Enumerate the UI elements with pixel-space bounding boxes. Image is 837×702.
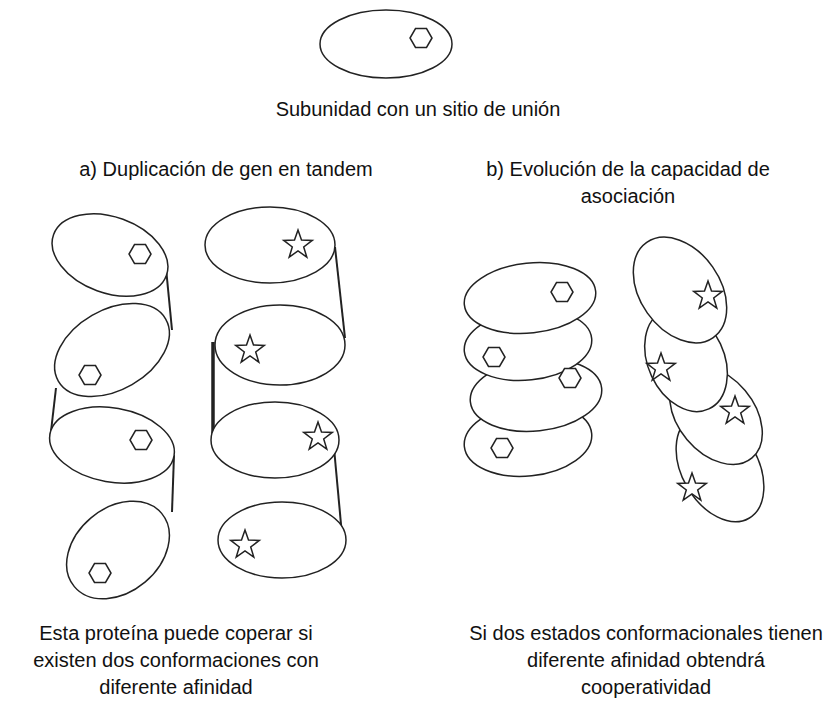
- subunit-ellipse: [218, 502, 346, 578]
- panel-title: a) Duplicación de gen en tandem: [46, 156, 406, 183]
- binding-site-hexagon: [491, 439, 513, 458]
- binding-site-hexagon: [130, 431, 152, 450]
- binding-site-star: [284, 230, 313, 257]
- binding-site-star: [647, 353, 676, 380]
- binding-site-hexagon: [559, 369, 581, 388]
- associated-hexagon-stack: [461, 256, 606, 482]
- binding-site-hexagon: [483, 348, 505, 367]
- binding-site-hexagon: [79, 366, 101, 385]
- binding-site-hexagon: [410, 29, 432, 48]
- panel-caption: Si dos estados conformacionales tienen d…: [466, 620, 826, 701]
- subunit-single: [320, 10, 452, 78]
- subunit-ellipse: [205, 207, 335, 283]
- binding-site-star: [694, 281, 723, 308]
- panel-caption: Esta proteína puede coperar si existen d…: [6, 620, 346, 701]
- subunit-ellipse: [47, 481, 188, 619]
- subunit-ellipse: [41, 199, 180, 311]
- subunit-ellipse: [614, 220, 746, 361]
- linker-line: [211, 342, 215, 440]
- binding-site-star: [231, 530, 260, 557]
- tandem-star-chain: [205, 207, 346, 578]
- subunit-ellipse: [215, 305, 345, 385]
- binding-site-star: [721, 396, 750, 423]
- subunit-ellipse: [320, 10, 452, 78]
- linker-line: [172, 455, 174, 512]
- subunit-ellipse: [44, 398, 181, 493]
- binding-site-hexagon: [129, 245, 151, 264]
- tandem-hexagon-chain: [38, 199, 188, 619]
- subunit-caption: Subunidad con un sitio de unión: [218, 96, 618, 123]
- binding-site-star: [236, 335, 265, 362]
- binding-site-hexagon: [551, 283, 573, 302]
- associated-star-stack: [614, 220, 782, 538]
- subunit-ellipse: [211, 402, 339, 478]
- binding-site-hexagon: [89, 564, 111, 583]
- binding-site-star: [304, 422, 333, 449]
- binding-site-star: [678, 473, 707, 500]
- subunit-ellipse: [461, 256, 600, 339]
- panel-title: b) Evolución de la capacidad de asociaci…: [483, 156, 773, 210]
- subunit-ellipse: [38, 284, 185, 415]
